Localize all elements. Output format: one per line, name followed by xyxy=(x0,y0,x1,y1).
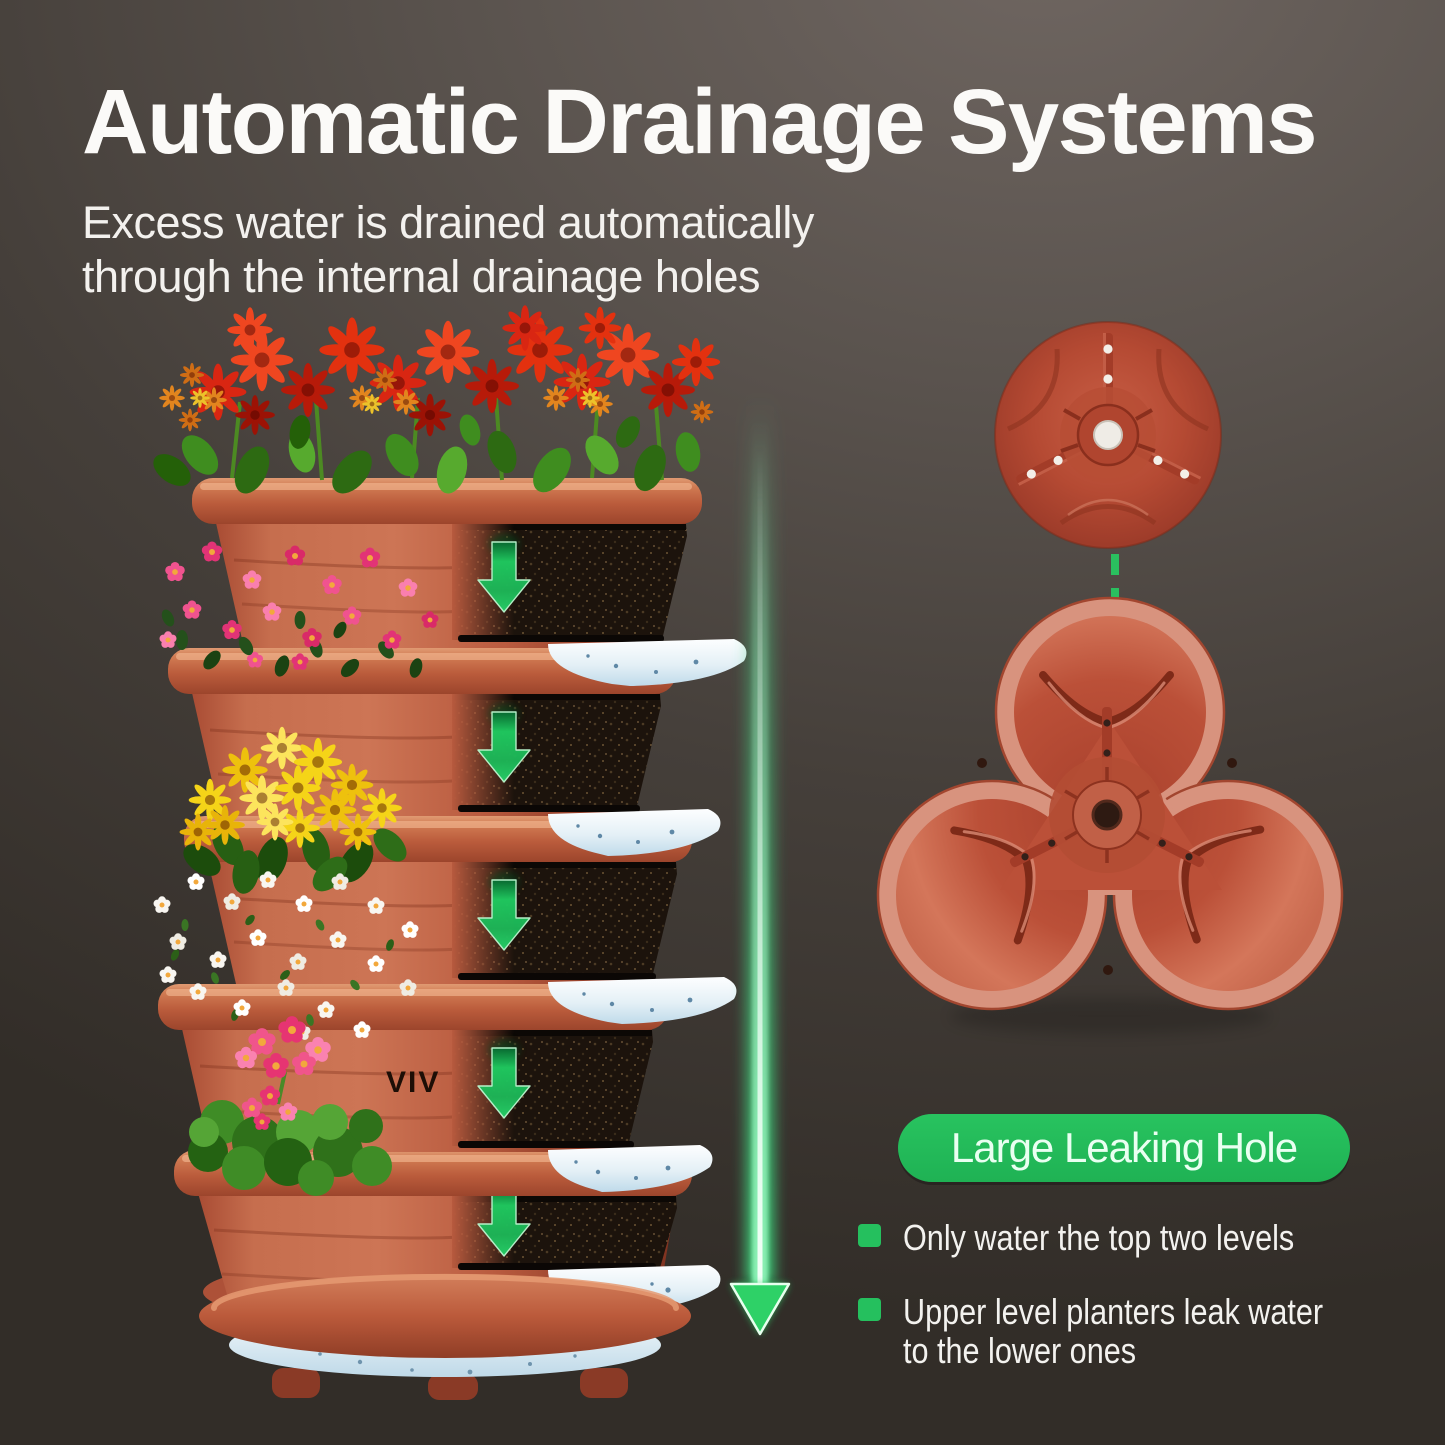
brand-mark: VIV xyxy=(386,1066,440,1099)
feature-bullets: Only water the top two levels Upper leve… xyxy=(858,1218,1433,1371)
bullet-text: Upper level planters leak water to the l… xyxy=(903,1290,1324,1372)
trefoil-planter-top-view xyxy=(876,596,1344,1034)
pink-geranium-flowers xyxy=(188,1016,392,1196)
large-leaking-hole-badge: Large Leaking Hole xyxy=(898,1114,1350,1182)
planter-stack-illustration: VIV xyxy=(147,305,747,1400)
drainage-hole-zoom-circle xyxy=(994,321,1222,549)
bullet-square-icon xyxy=(858,1224,881,1247)
bottom-tray xyxy=(199,1273,691,1400)
tier-1-pot xyxy=(192,478,747,686)
bullet-item: Only water the top two levels xyxy=(858,1218,1433,1258)
subtitle-line-1: Excess water is drained automatically xyxy=(82,197,814,248)
bullet-item: Upper level planters leak water to the l… xyxy=(858,1290,1433,1372)
drainage-beam-arrow xyxy=(729,395,791,1336)
bullet-square-icon xyxy=(858,1297,881,1321)
header: Automatic Drainage Systems Excess water … xyxy=(82,71,1318,304)
bullet-text: Only water the top two levels xyxy=(903,1217,1295,1258)
red-mums-flowers xyxy=(147,305,721,501)
subtitle-line-2: through the internal drainage holes xyxy=(82,251,761,302)
page-title: Automatic Drainage Systems xyxy=(82,71,1318,173)
